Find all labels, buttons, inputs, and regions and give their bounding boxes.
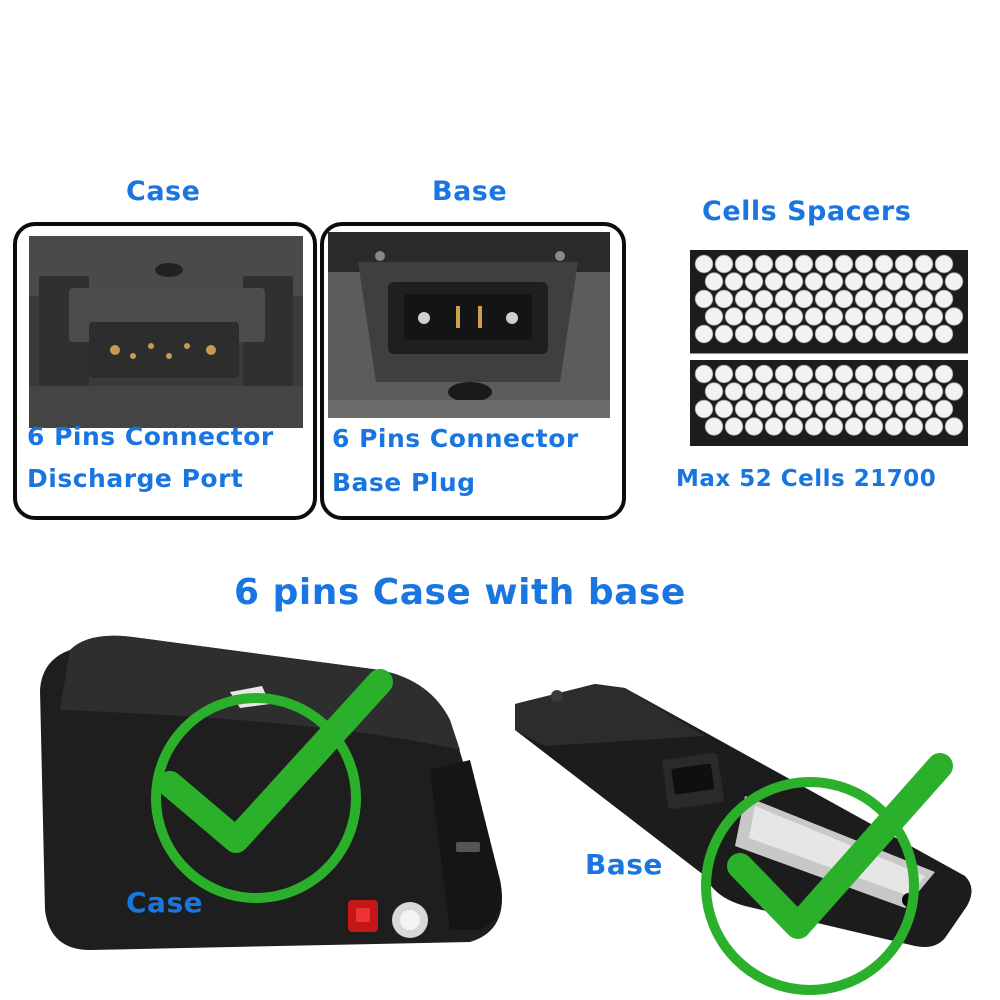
case-check-icon <box>151 669 393 903</box>
spacers-heading: Cells Spacers <box>702 196 912 227</box>
case-heading: Case <box>126 176 201 207</box>
base-connector-panel: 6 Pins Connector Base Plug <box>320 222 626 520</box>
base-connector-photo <box>328 232 610 418</box>
base-heading: Base <box>432 176 508 207</box>
case-connector-line1: 6 Pins Connector <box>27 422 274 451</box>
case-connector-panel: 6 Pins Connector Discharge Port <box>13 222 317 520</box>
base-check-icon <box>701 753 953 995</box>
spacer-caption: Max 52 Cells 21700 <box>676 466 937 492</box>
case-connector-photo <box>29 236 303 428</box>
case-caption: Case <box>126 886 204 919</box>
base-connector-line1: 6 Pins Connector <box>332 424 579 453</box>
case-connector-line2: Discharge Port <box>27 464 244 493</box>
cell-spacers-image <box>690 250 968 446</box>
base-caption: Base <box>585 848 663 881</box>
headline: 6 pins Case with base <box>234 572 686 613</box>
base-connector-line2: Base Plug <box>332 468 476 497</box>
